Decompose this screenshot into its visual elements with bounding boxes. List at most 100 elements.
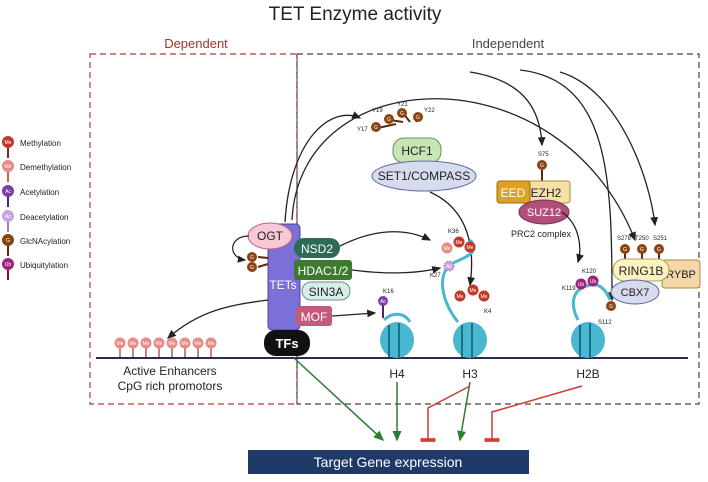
legend-label: Ubiquitylation (20, 261, 68, 270)
legend: Me Methylation Me Demethylation Ac Acety… (2, 136, 71, 280)
site-k27: K27 (430, 273, 441, 279)
legend-demethylation: Me Demethylation (2, 160, 71, 182)
suz12-protein (518, 199, 570, 225)
h3-nucleosome: Me Me Me K36 Ac K27 Me Me Me K4 (430, 229, 492, 358)
deacetyl-mark: Ac (446, 264, 452, 270)
inhibit-h3-to-target (420, 385, 471, 442)
demethyl-mark: Me (444, 246, 451, 252)
glyco-mark: G (250, 265, 254, 271)
methyl-mark: Me (457, 294, 464, 300)
legend-acetylation: Ac Acetylation (2, 185, 59, 207)
demethyl-mark: Me (208, 341, 215, 347)
prc2-complex-label: PRC2 complex (511, 229, 572, 239)
legend-label: GlcNAcylation (20, 237, 70, 246)
arc-arrow-main (291, 98, 636, 242)
nsd2-protein (294, 238, 340, 258)
ubiq-mark: Ub (578, 282, 585, 288)
tets-label: TETs (269, 278, 296, 292)
tfs-protein (264, 330, 310, 356)
dependent-label: Dependent (164, 36, 228, 51)
site-t250: T250 (635, 236, 649, 242)
h4-label: H4 (389, 367, 405, 381)
enhancer-demethyl-marks: Me Me Me Me Me Me Me Me (114, 337, 217, 357)
arrow-h3-to-target (457, 381, 471, 442)
sin3a-protein (301, 281, 351, 301)
legend-abbr: Me (5, 140, 12, 146)
cbx7-protein (610, 279, 660, 305)
legend-label: Acetylation (20, 188, 59, 197)
ezh2-label: EZH2 (531, 186, 562, 200)
legend-abbr: G (6, 238, 10, 244)
demethyl-mark: Me (195, 341, 202, 347)
ogt-loop-arrow (232, 235, 250, 263)
site-y21: Y21 (397, 102, 408, 108)
arrow-set1-to-h3 (429, 191, 475, 287)
promotors-label: CpG rich promotors (118, 379, 223, 393)
legend-label: Demethylation (20, 163, 71, 172)
arrow-hdac-to-h3 (351, 266, 442, 274)
rybp-label: RYBP (666, 269, 696, 281)
eed-protein (496, 180, 531, 204)
legend-deacetylation: Ac Deacetylation (2, 210, 68, 232)
glyco-mark: G (609, 304, 613, 310)
arrow-nsd2-to-h3 (339, 231, 432, 247)
arrow-mof-to-h4 (331, 309, 377, 318)
legend-glcnacylation: G GlcNAcylation (2, 234, 70, 256)
target-gene-label: Target Gene expression (314, 454, 463, 470)
set1-compass-protein (371, 160, 477, 192)
arc-arrow-cbx7 (559, 71, 659, 227)
glyco-mark: G (640, 247, 644, 253)
h2b-label: H2B (576, 367, 599, 381)
legend-abbr: Ub (5, 262, 12, 268)
methyl-mark: Me (481, 294, 488, 300)
demethyl-mark: Me (156, 341, 163, 347)
diagram-title: TET Enzyme activity (269, 4, 442, 25)
demethyl-mark: Me (169, 341, 176, 347)
tfs-label: TFs (275, 336, 298, 351)
methyl-mark: Me (467, 245, 474, 251)
methyl-mark: Me (456, 240, 463, 246)
hcf1-glyco-sites: G G G G Y19 Y21 Y22 Y17 (357, 102, 435, 133)
ring1b-label: RING1B (619, 264, 664, 278)
glyco-mark: G (540, 163, 544, 169)
demethyl-mark: Me (182, 341, 189, 347)
methyl-mark: Me (470, 288, 477, 294)
ring1b-glyco-sites: G G G S278 T250 S251 (617, 236, 668, 262)
legend-label: Deacetylation (20, 213, 68, 222)
glyco-mark: G (387, 117, 391, 123)
demethyl-mark: Me (143, 341, 150, 347)
arrow-tfs-to-target (293, 357, 385, 442)
demethyl-mark: Me (130, 341, 137, 347)
independent-label: Independent (472, 36, 545, 51)
sin3a-label: SIN3A (309, 285, 344, 299)
suz12-label: SUZ12 (527, 207, 561, 219)
nsd2-label: NSD2 (301, 242, 333, 256)
legend-ubiquitylation: Ub Ubiquitylation (2, 258, 68, 280)
legend-abbr: Me (5, 164, 12, 170)
arc-arrow-hcf1 (284, 111, 362, 223)
legend-label: Methylation (20, 139, 61, 148)
glyco-mark: G (250, 255, 254, 261)
set1-compass-label: SET1/COMPASS (378, 169, 470, 183)
site-y22: Y22 (424, 108, 435, 114)
site-k120: K120 (582, 269, 597, 275)
arc-arrow-ring1b (519, 69, 616, 302)
arc-arrow-ezh2 (469, 71, 546, 147)
target-gene-box (248, 450, 529, 474)
site-s75: S75 (538, 152, 549, 158)
inhibit-h2b-to-target (484, 385, 583, 442)
glyco-mark: G (623, 247, 627, 253)
h3-label: H3 (462, 367, 478, 381)
ezh2-glyco-site: G S75 (537, 152, 549, 182)
site-k4: K4 (484, 309, 492, 315)
demethyl-mark: Me (117, 341, 124, 347)
legend-methylation: Me Methylation (2, 136, 61, 158)
arrow-tets-to-enhancers (167, 299, 269, 339)
h4-nucleosome: Ac K16 (378, 289, 414, 358)
independent-frame (296, 53, 700, 405)
site-y19: Y19 (372, 108, 383, 114)
site-y17: Y17 (357, 127, 368, 133)
acetyl-mark: Ac (380, 299, 386, 305)
glyco-mark: G (416, 115, 420, 121)
